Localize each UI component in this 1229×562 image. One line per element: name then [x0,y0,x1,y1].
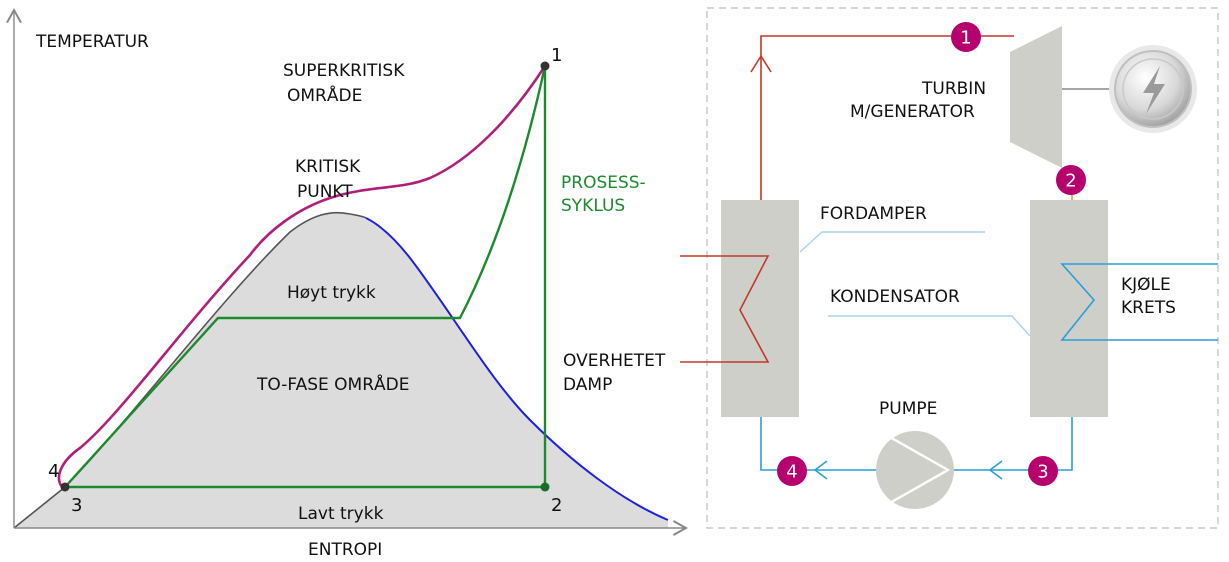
condenser-coil [1060,263,1218,341]
point-label-2: 2 [551,495,562,516]
point-label-4: 4 [48,461,59,482]
state-point-3 [60,482,70,492]
superheated-label-2: DAMP [563,375,612,395]
cycle-schematic: 1 2 3 4 TURBIN M/GENERATOR FORDAMPER KON… [563,7,1219,529]
badge-1: 1 [951,22,981,52]
condenser-label: KONDENSATOR [830,287,960,307]
cooling-label-2: KRETS [1121,298,1176,318]
high-pressure-label: Høyt trykk [287,283,376,303]
y-axis-label: TEMPERATUR [35,32,149,52]
condenser [1030,200,1108,417]
turbine-label-1: TURBIN [921,79,986,99]
turbine-label-2: M/GENERATOR [850,102,975,122]
condenser-leader [828,315,1031,337]
state-point-1 [540,61,550,71]
badge-2: 2 [1056,165,1086,195]
two-phase-dome [14,212,668,528]
return-line [760,417,1073,471]
supercritical-label-1: SUPERKRITISK [283,61,405,81]
badge-3: 3 [1028,456,1058,486]
evaporator [721,200,799,417]
critical-point-label-1: KRITISK [295,157,361,177]
critical-isobar-curve [57,65,547,488]
pump-label: PUMPE [879,399,937,419]
return-arrow-right [988,460,1003,480]
badge-4: 4 [777,456,807,486]
x-axis-label: ENTROPI [308,540,382,560]
process-cycle-label-2: SYKLUS [561,196,625,216]
turbine [1010,26,1062,168]
return-arrow-left [813,460,828,480]
high-pressure-line [64,65,547,488]
process-cycle-label-1: PROSESS- [561,173,646,193]
critical-point-label-2: PUNKT [297,182,353,202]
point-label-1: 1 [551,45,562,66]
point-label-3: 3 [71,495,82,516]
superheated-label-1: OVERHETET [563,351,666,371]
pump [876,431,954,509]
evaporator-label: FORDAMPER [820,204,927,224]
hot-line [760,35,1014,200]
ts-diagram: TEMPERATUR ENTROPI SUPERKRITISK OMRÅDE K… [6,7,689,560]
state-point-2 [540,482,550,492]
low-pressure-label: Lavt trykk [298,504,384,524]
evaporator-coil [680,255,770,363]
svg-text:4: 4 [786,462,797,483]
supercritical-label-2: OMRÅDE [287,84,362,106]
hot-line-arrow [750,54,772,73]
schematic-frame [706,7,1219,529]
svg-text:2: 2 [1065,171,1076,192]
evaporator-leader [799,231,985,253]
svg-text:1: 1 [960,28,971,49]
process-cycle [64,65,547,489]
saturated-vapor-curve [365,217,669,521]
two-phase-label: TO-FASE OMRÅDE [256,373,409,395]
generator [1109,45,1197,133]
cooling-label-1: KJØLE [1121,275,1171,295]
lightning-icon [1143,66,1165,114]
svg-text:3: 3 [1037,462,1048,483]
